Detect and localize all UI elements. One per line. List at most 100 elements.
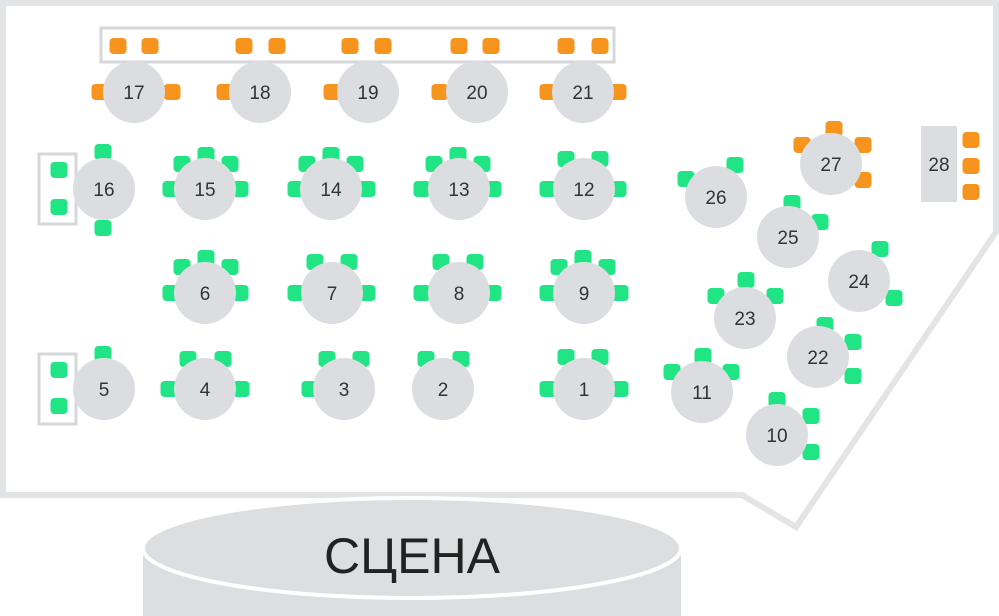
table-17[interactable]: 17 xyxy=(103,61,165,123)
seat-available[interactable] xyxy=(694,348,712,364)
table-shape[interactable] xyxy=(446,61,508,123)
seat-available[interactable] xyxy=(737,272,755,288)
table-24[interactable]: 24 xyxy=(828,250,890,312)
seat-available[interactable] xyxy=(413,181,431,197)
table-shape[interactable] xyxy=(174,262,236,324)
table-27[interactable]: 27 xyxy=(800,133,862,195)
seat-booked xyxy=(268,38,286,54)
seat-available[interactable] xyxy=(231,181,249,197)
seat-booked xyxy=(431,84,449,100)
table-shape[interactable] xyxy=(787,326,849,388)
seat-available[interactable] xyxy=(844,334,862,350)
seat-available[interactable] xyxy=(574,250,592,266)
table-shape[interactable] xyxy=(552,61,614,123)
table-shape[interactable] xyxy=(553,158,615,220)
table-5[interactable]: 5 xyxy=(73,358,135,420)
seat-booked xyxy=(854,137,872,153)
table-shape[interactable] xyxy=(921,126,957,202)
seat-available[interactable] xyxy=(50,398,68,414)
table-shape[interactable] xyxy=(103,61,165,123)
seat-available[interactable] xyxy=(726,157,744,173)
table-shape[interactable] xyxy=(428,262,490,324)
table-shape[interactable] xyxy=(229,61,291,123)
seat-available[interactable] xyxy=(287,181,305,197)
table-shape[interactable] xyxy=(337,61,399,123)
table-shape[interactable] xyxy=(553,358,615,420)
table-shape[interactable] xyxy=(746,404,808,466)
table-21[interactable]: 21 xyxy=(552,61,614,123)
table-16[interactable]: 16 xyxy=(73,158,135,220)
table-20[interactable]: 20 xyxy=(446,61,508,123)
seat-available[interactable] xyxy=(197,250,215,266)
table-shape[interactable] xyxy=(174,358,236,420)
seat-available[interactable] xyxy=(231,285,249,301)
table-28[interactable]: 28 xyxy=(921,126,957,202)
seat-booked xyxy=(235,38,253,54)
bench-table-5 xyxy=(37,352,78,426)
table-12[interactable]: 12 xyxy=(553,158,615,220)
seat-available[interactable] xyxy=(50,199,68,215)
table-26[interactable]: 26 xyxy=(685,166,747,228)
table-shape[interactable] xyxy=(800,133,862,195)
table-1[interactable]: 1 xyxy=(553,358,615,420)
seat-available[interactable] xyxy=(50,162,68,178)
table-shape[interactable] xyxy=(300,158,362,220)
table-6[interactable]: 6 xyxy=(174,262,236,324)
table-number: 6 xyxy=(200,284,211,305)
table-2[interactable]: 2 xyxy=(412,358,474,420)
seat-available[interactable] xyxy=(160,381,178,397)
seat-available[interactable] xyxy=(413,285,431,301)
seat-booked xyxy=(825,121,843,137)
table-14[interactable]: 14 xyxy=(300,158,362,220)
table-shape[interactable] xyxy=(828,250,890,312)
table-9[interactable]: 9 xyxy=(553,262,615,324)
seat-available[interactable] xyxy=(94,346,112,362)
seat-available[interactable] xyxy=(766,288,784,304)
table-23[interactable]: 23 xyxy=(714,287,776,349)
seat-available[interactable] xyxy=(287,285,305,301)
table-8[interactable]: 8 xyxy=(428,262,490,324)
table-shape[interactable] xyxy=(714,287,776,349)
seat-available[interactable] xyxy=(802,444,820,460)
table-shape[interactable] xyxy=(412,358,474,420)
table-25[interactable]: 25 xyxy=(757,206,819,268)
table-4[interactable]: 4 xyxy=(174,358,236,420)
seat-available[interactable] xyxy=(844,368,862,384)
table-shape[interactable] xyxy=(428,158,490,220)
seat-available[interactable] xyxy=(94,220,112,236)
seat-available[interactable] xyxy=(768,392,786,408)
table-shape[interactable] xyxy=(685,166,747,228)
table-shape[interactable] xyxy=(73,358,135,420)
table-shape[interactable] xyxy=(757,206,819,268)
seat-available[interactable] xyxy=(885,290,903,306)
table-7[interactable]: 7 xyxy=(301,262,363,324)
seat-available[interactable] xyxy=(50,362,68,378)
table-11[interactable]: 11 xyxy=(671,361,733,423)
seat-available[interactable] xyxy=(358,285,376,301)
table-13[interactable]: 13 xyxy=(428,158,490,220)
table-3[interactable]: 3 xyxy=(313,358,375,420)
seat-available[interactable] xyxy=(94,144,112,160)
table-shape[interactable] xyxy=(73,158,135,220)
table-18[interactable]: 18 xyxy=(229,61,291,123)
seat-available[interactable] xyxy=(539,181,557,197)
table-shape[interactable] xyxy=(553,262,615,324)
seat-available[interactable] xyxy=(871,241,889,257)
table-10[interactable]: 10 xyxy=(746,404,808,466)
seat-available[interactable] xyxy=(539,285,557,301)
seat-available[interactable] xyxy=(358,181,376,197)
seat-available[interactable] xyxy=(802,408,820,424)
table-shape[interactable] xyxy=(671,361,733,423)
seat-available[interactable] xyxy=(557,349,575,365)
table-number: 1 xyxy=(579,380,590,401)
seat-available[interactable] xyxy=(232,381,250,397)
table-shape[interactable] xyxy=(301,262,363,324)
seat-available[interactable] xyxy=(611,381,629,397)
table-15[interactable]: 15 xyxy=(174,158,236,220)
table-shape[interactable] xyxy=(174,158,236,220)
seat-available[interactable] xyxy=(539,381,557,397)
table-shape[interactable] xyxy=(313,358,375,420)
table-22[interactable]: 22 xyxy=(787,326,849,388)
seat-available[interactable] xyxy=(611,285,629,301)
table-19[interactable]: 19 xyxy=(337,61,399,123)
